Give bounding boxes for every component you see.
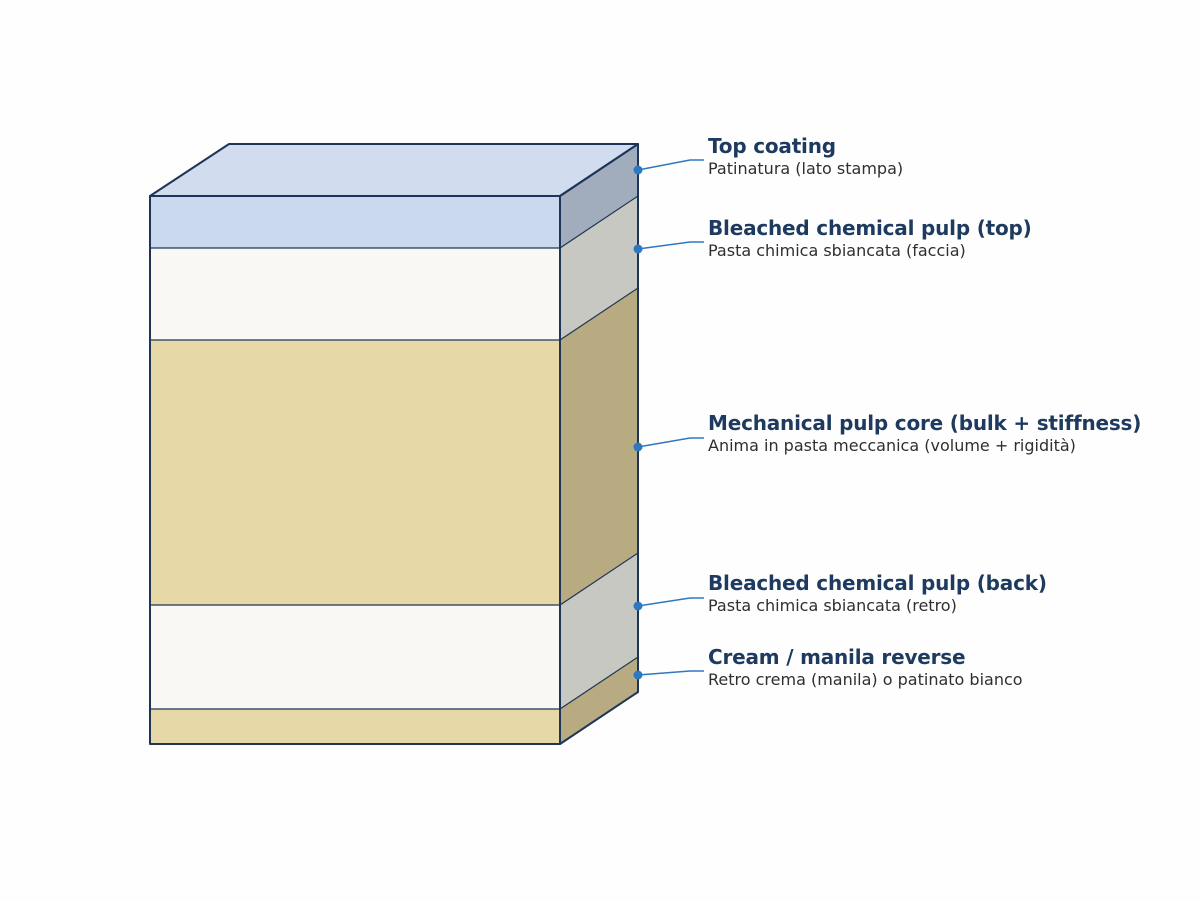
outline-side [559,143,639,745]
front-face-top-coating [150,196,560,248]
side-face-cream-reverse [560,657,638,744]
layer-title: Mechanical pulp core (bulk + stiffness) [708,411,1142,435]
label-cream-reverse: Cream / manila reverse Retro crema (mani… [708,645,1023,691]
layer-subtitle: Pasta chimica sbiancata (faccia) [708,241,966,260]
leader-dot [633,165,643,175]
leader-dot [633,244,643,254]
label-mechanical-core: Mechanical pulp core (bulk + stiffness) … [708,411,1141,457]
layer-subtitle: Anima in pasta meccanica (volume + rigid… [708,436,1076,455]
label-top-coating: Top coating Patinatura (lato stampa) [708,134,903,180]
layer-title: Bleached chemical pulp (back) [708,571,1047,595]
front-face-mechanical-core [150,340,560,605]
leader-line-top-coating [637,159,704,171]
layer-subtitle: Retro crema (manila) o patinato bianco [708,670,1023,689]
block-top-face [150,144,638,196]
front-face-cream-reverse [150,709,560,744]
leader-line-bleached-back [637,597,704,607]
layer-title: Bleached chemical pulp (top) [708,216,1032,240]
leader-dot [633,601,643,611]
leader-dots [633,165,643,680]
side-face-bleached-top [560,196,638,340]
layer-title: Cream / manila reverse [708,645,966,669]
side-face-mechanical-core [560,288,638,605]
label-bleached-back: Bleached chemical pulp (back) Pasta chim… [708,571,1047,617]
layer-subtitle: Pasta chimica sbiancata (retro) [708,596,957,615]
leader-lines [637,159,704,676]
side-face-top-coating [560,144,638,248]
front-face-bleached-top [150,248,560,340]
layer-subtitle: Patinatura (lato stampa) [708,159,904,178]
leader-line-mechanical-core [637,437,704,448]
leader-dot [633,670,643,680]
leader-line-cream-reverse [637,670,704,676]
front-face-bleached-back [150,605,560,709]
leader-dot [633,442,643,452]
block-outline [149,143,639,745]
leader-line-bleached-top [637,241,704,250]
layer-title: Top coating [708,134,836,158]
label-bleached-top: Bleached chemical pulp (top) Pasta chimi… [708,216,1032,262]
